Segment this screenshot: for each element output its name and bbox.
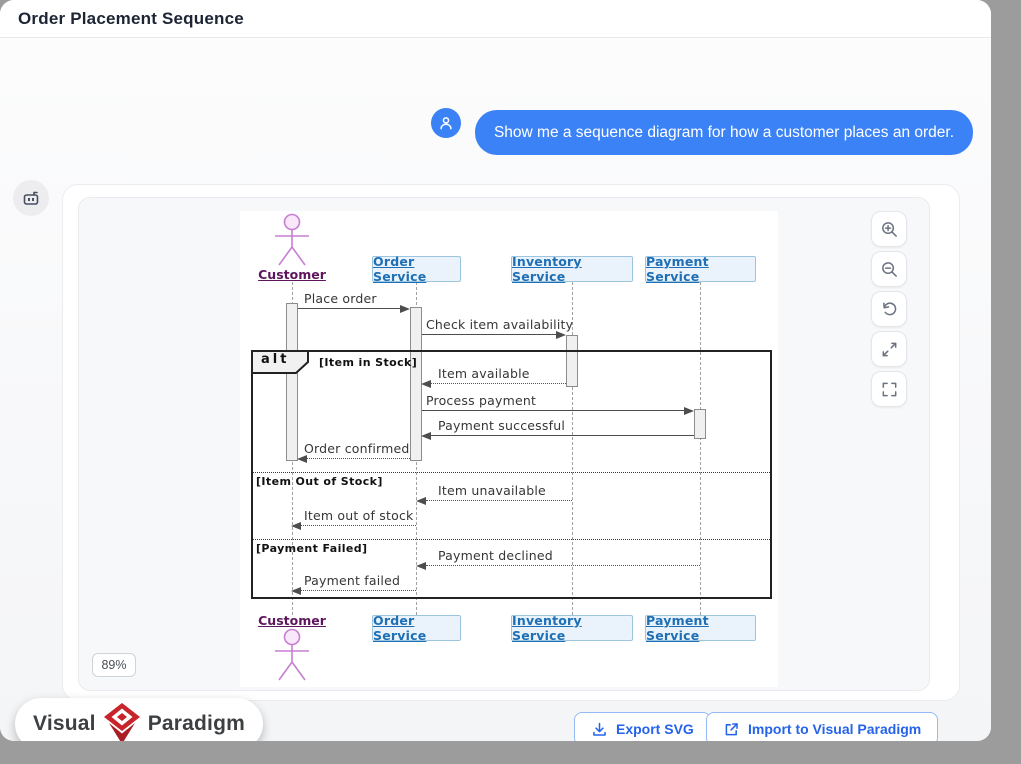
participant-customer-bottom[interactable]: Customer — [258, 613, 326, 628]
user-icon — [437, 114, 455, 132]
message-line — [298, 308, 401, 309]
arrowhead-left-icon — [291, 521, 301, 530]
actor-figure-top — [270, 213, 314, 267]
export-svg-button[interactable]: Export SVG — [574, 712, 711, 741]
arrowhead-left-icon — [291, 586, 301, 595]
rotate-ccw-icon — [880, 300, 899, 319]
message-label: Process payment — [426, 393, 537, 408]
zoom-level-badge: 89% — [92, 653, 136, 677]
guard-item-out-of-stock: [Item Out of Stock] — [256, 475, 383, 488]
download-icon — [591, 721, 608, 738]
message-line-dotted — [426, 565, 700, 566]
export-svg-label: Export SVG — [616, 721, 694, 737]
user-avatar — [431, 108, 461, 138]
vp-diamond-logo — [103, 703, 140, 741]
sequence-diagram-canvas[interactable]: Customer Order Service Inventory Service… — [240, 211, 778, 687]
participant-payment-service-top[interactable]: Payment Service — [645, 254, 756, 284]
actor-figure-bottom — [270, 628, 314, 682]
header-bar: Order Placement Sequence — [0, 0, 991, 38]
arrowhead-right-icon — [400, 304, 410, 313]
zoom-out-button[interactable] — [871, 251, 907, 287]
message-line-dotted — [301, 590, 416, 591]
alt-fragment-frame: alt [Item in Stock] [Item Out of Stock] … — [251, 350, 772, 599]
arrowhead-left-icon — [421, 431, 431, 440]
arrowhead-right-icon — [684, 406, 694, 415]
page-title: Order Placement Sequence — [18, 9, 244, 28]
message-label: Payment failed — [304, 573, 401, 588]
message-label: Place order — [304, 291, 377, 306]
arrowhead-left-icon — [297, 454, 307, 463]
participant-customer-top[interactable]: Customer — [258, 267, 326, 282]
logo-word-paradigm: Paradigm — [147, 712, 245, 735]
guard-item-in-stock: [Item in Stock] — [319, 356, 418, 369]
import-to-visual-paradigm-button[interactable]: Import to Visual Paradigm — [706, 712, 939, 741]
arrowhead-left-icon — [416, 496, 426, 505]
arrowhead-right-icon — [556, 330, 566, 339]
message-line-dotted — [431, 383, 566, 384]
fragment-operator: alt — [261, 352, 290, 367]
message-label: Payment declined — [438, 548, 553, 563]
arrowhead-left-icon — [421, 379, 431, 388]
participant-inventory-service-bottom[interactable]: Inventory Service — [511, 613, 633, 643]
visual-paradigm-logo[interactable]: Visual Paradigm — [15, 698, 263, 741]
participant-order-service-bottom[interactable]: Order Service — [372, 613, 461, 643]
participant-payment-service-bottom[interactable]: Payment Service — [645, 613, 756, 643]
import-label: Import to Visual Paradigm — [748, 721, 922, 737]
zoom-in-button[interactable] — [871, 211, 907, 247]
message-line-dotted — [307, 458, 410, 459]
logo-word-visual: Visual — [33, 712, 96, 735]
message-line-dotted — [426, 500, 572, 501]
magnifier-plus-icon — [880, 220, 899, 239]
activation-inventory-service — [566, 335, 578, 387]
message-line — [422, 334, 557, 335]
arrows-out-icon — [880, 340, 899, 359]
activation-payment-service — [694, 409, 706, 439]
bot-avatar — [13, 180, 49, 216]
message-label: Payment successful — [438, 418, 565, 433]
message-label: Item out of stock — [304, 508, 414, 523]
fullscreen-button[interactable] — [871, 371, 907, 407]
robot-icon — [21, 188, 41, 208]
fragment-divider-1 — [253, 472, 770, 473]
alt-fragment-tab: alt — [251, 350, 311, 374]
fragment-divider-2 — [253, 539, 770, 540]
participant-order-service-top[interactable]: Order Service — [372, 254, 461, 284]
message-label: Order confirmed — [304, 441, 410, 456]
message-line — [422, 410, 685, 411]
user-message-bubble: Show me a sequence diagram for how a cus… — [475, 110, 973, 155]
message-line-dotted — [301, 525, 416, 526]
lifeline-payment-service — [699, 282, 701, 615]
lifeline-inventory-service — [571, 282, 573, 615]
reset-view-button[interactable] — [871, 291, 907, 327]
external-link-icon — [723, 721, 740, 738]
chat-area: Show me a sequence diagram for how a cus… — [0, 39, 991, 741]
arrowhead-left-icon — [416, 561, 426, 570]
guard-payment-failed: [Payment Failed] — [256, 542, 368, 555]
participant-inventory-service-top[interactable]: Inventory Service — [511, 254, 633, 284]
message-label: Check item availability — [426, 317, 574, 332]
message-label: Item unavailable — [438, 483, 546, 498]
message-line — [431, 435, 694, 436]
corner-brackets-icon — [880, 380, 899, 399]
expand-button[interactable] — [871, 331, 907, 367]
app-window: Order Placement Sequence Show me a seque… — [0, 0, 991, 741]
activation-customer — [286, 303, 298, 461]
message-label: Item available — [438, 366, 530, 381]
magnifier-minus-icon — [880, 260, 899, 279]
